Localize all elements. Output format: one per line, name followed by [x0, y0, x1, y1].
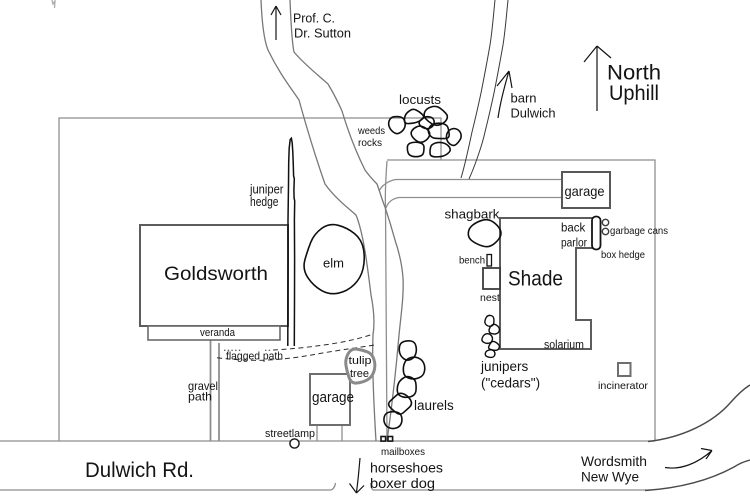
svg-text:horseshoes: horseshoes [370, 460, 443, 476]
svg-text:mailboxes: mailboxes [381, 446, 425, 458]
svg-text:hedge: hedge [250, 194, 279, 209]
svg-text:junipers: junipers [480, 359, 529, 374]
svg-text:tree: tree [350, 368, 369, 380]
svg-text:Shade: Shade [508, 268, 563, 291]
svg-text:back: back [561, 223, 586, 235]
svg-text:Dr. Sutton: Dr. Sutton [294, 26, 351, 41]
svg-text:parlor: parlor [561, 238, 587, 250]
svg-text:Goldsworth: Goldsworth [164, 264, 268, 285]
svg-text:New Wye: New Wye [581, 469, 639, 485]
svg-text:bench: bench [459, 255, 485, 267]
svg-text:Dulwich Rd.: Dulwich Rd. [85, 459, 194, 482]
svg-text:path: path [188, 390, 212, 404]
svg-text:Dulwich: Dulwich [511, 106, 556, 121]
svg-text:garage: garage [312, 389, 354, 406]
svg-text:locusts: locusts [399, 92, 442, 107]
svg-text:Uphill: Uphill [609, 82, 659, 105]
svg-text:rocks: rocks [358, 137, 382, 149]
svg-text:nest: nest [480, 292, 500, 304]
svg-text:tulip: tulip [349, 355, 372, 367]
svg-text:North: North [607, 62, 661, 85]
svg-text:box hedge: box hedge [601, 249, 645, 261]
svg-text:garbage cans: garbage cans [610, 226, 668, 237]
svg-text:("cedars"): ("cedars") [481, 376, 540, 391]
svg-text:weeds: weeds [357, 125, 385, 137]
svg-text:Prof. C.: Prof. C. [293, 11, 335, 26]
svg-text:shagbark: shagbark [445, 207, 501, 222]
svg-text:solarium: solarium [544, 340, 584, 352]
svg-text:streetlamp: streetlamp [265, 428, 315, 440]
svg-text:incinerator: incinerator [598, 380, 649, 392]
svg-text:Wordsmith: Wordsmith [581, 453, 647, 469]
svg-text:gravel: gravel [188, 379, 218, 393]
svg-text:elm: elm [323, 256, 344, 271]
svg-text:barn: barn [511, 91, 537, 106]
svg-text:boxer dog: boxer dog [370, 475, 435, 491]
svg-text:veranda: veranda [200, 327, 236, 339]
svg-text:garage: garage [565, 183, 605, 199]
svg-text:flagged path: flagged path [226, 351, 283, 363]
svg-text:juniper: juniper [249, 182, 284, 197]
svg-text:laurels: laurels [414, 398, 454, 413]
